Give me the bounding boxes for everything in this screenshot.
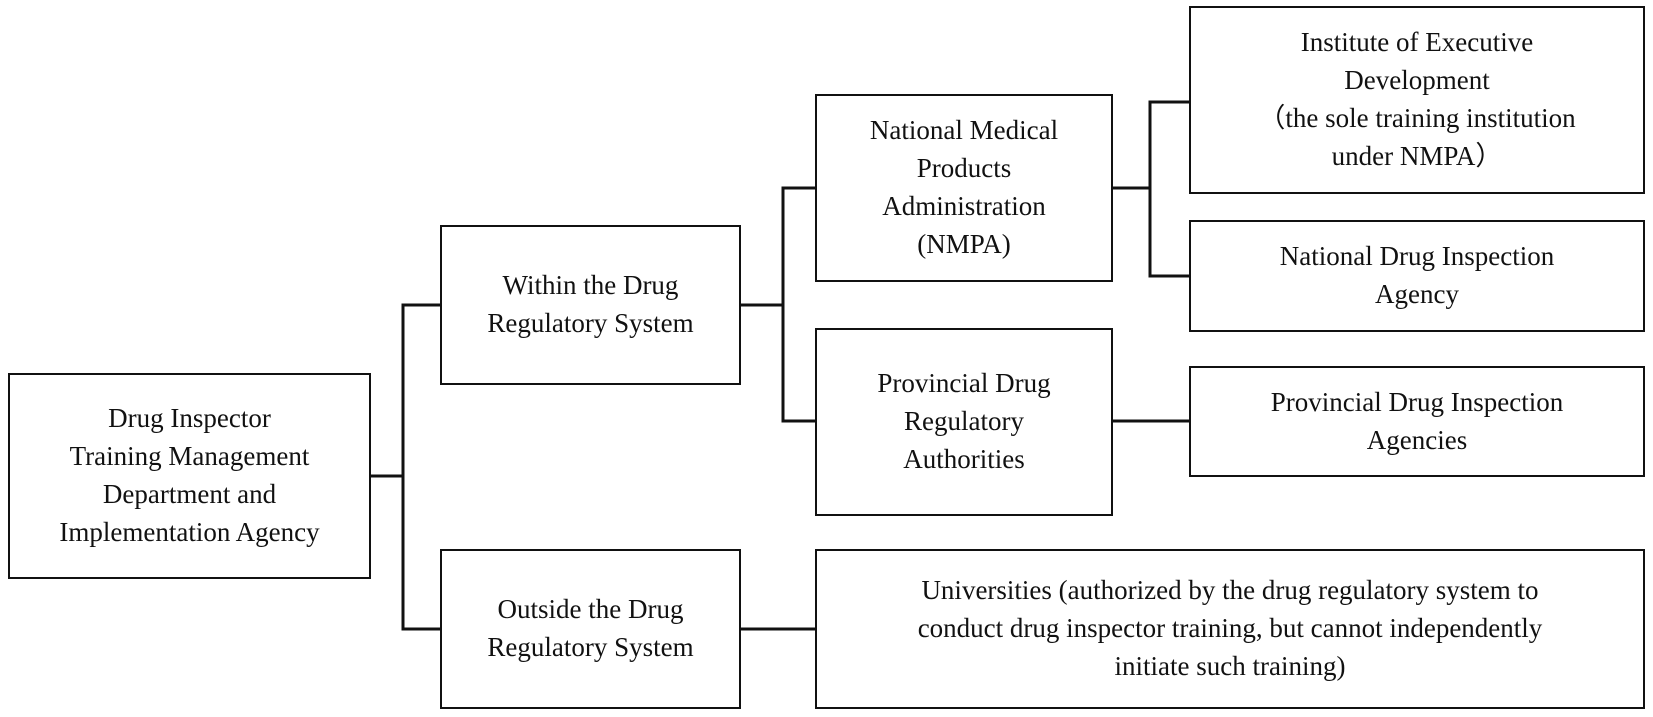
provincial-authorities-label: Provincial Drug Regulatory Authorities — [877, 368, 1051, 474]
nmpa-node: National Medical Products Administration… — [815, 94, 1113, 282]
universities-label: Universities (authorized by the drug reg… — [917, 575, 1543, 681]
within-system-label: Within the Drug Regulatory System — [487, 270, 694, 338]
root-node-label: Drug Inspector Training Management Depar… — [59, 403, 320, 547]
connector-nmpa-branch — [1111, 100, 1191, 278]
connector-root-branch — [369, 303, 442, 631]
institute-node: Institute of Executive Development （the … — [1189, 6, 1645, 194]
within-system-node: Within the Drug Regulatory System — [440, 225, 741, 385]
outside-system-label: Outside the Drug Regulatory System — [487, 594, 694, 662]
national-agency-label: National Drug Inspection Agency — [1279, 241, 1555, 309]
root-node: Drug Inspector Training Management Depar… — [8, 373, 371, 579]
national-agency-node: National Drug Inspection Agency — [1189, 220, 1645, 332]
provincial-agencies-node: Provincial Drug Inspection Agencies — [1189, 366, 1645, 477]
provincial-authorities-node: Provincial Drug Regulatory Authorities — [815, 328, 1113, 516]
outside-system-node: Outside the Drug Regulatory System — [440, 549, 741, 709]
universities-node: Universities (authorized by the drug reg… — [815, 549, 1645, 709]
provincial-agencies-label: Provincial Drug Inspection Agencies — [1270, 386, 1564, 455]
institute-label: Institute of Executive Development （the … — [1258, 27, 1576, 171]
nmpa-label: National Medical Products Administration… — [869, 115, 1059, 259]
connector-within-branch — [739, 186, 817, 423]
